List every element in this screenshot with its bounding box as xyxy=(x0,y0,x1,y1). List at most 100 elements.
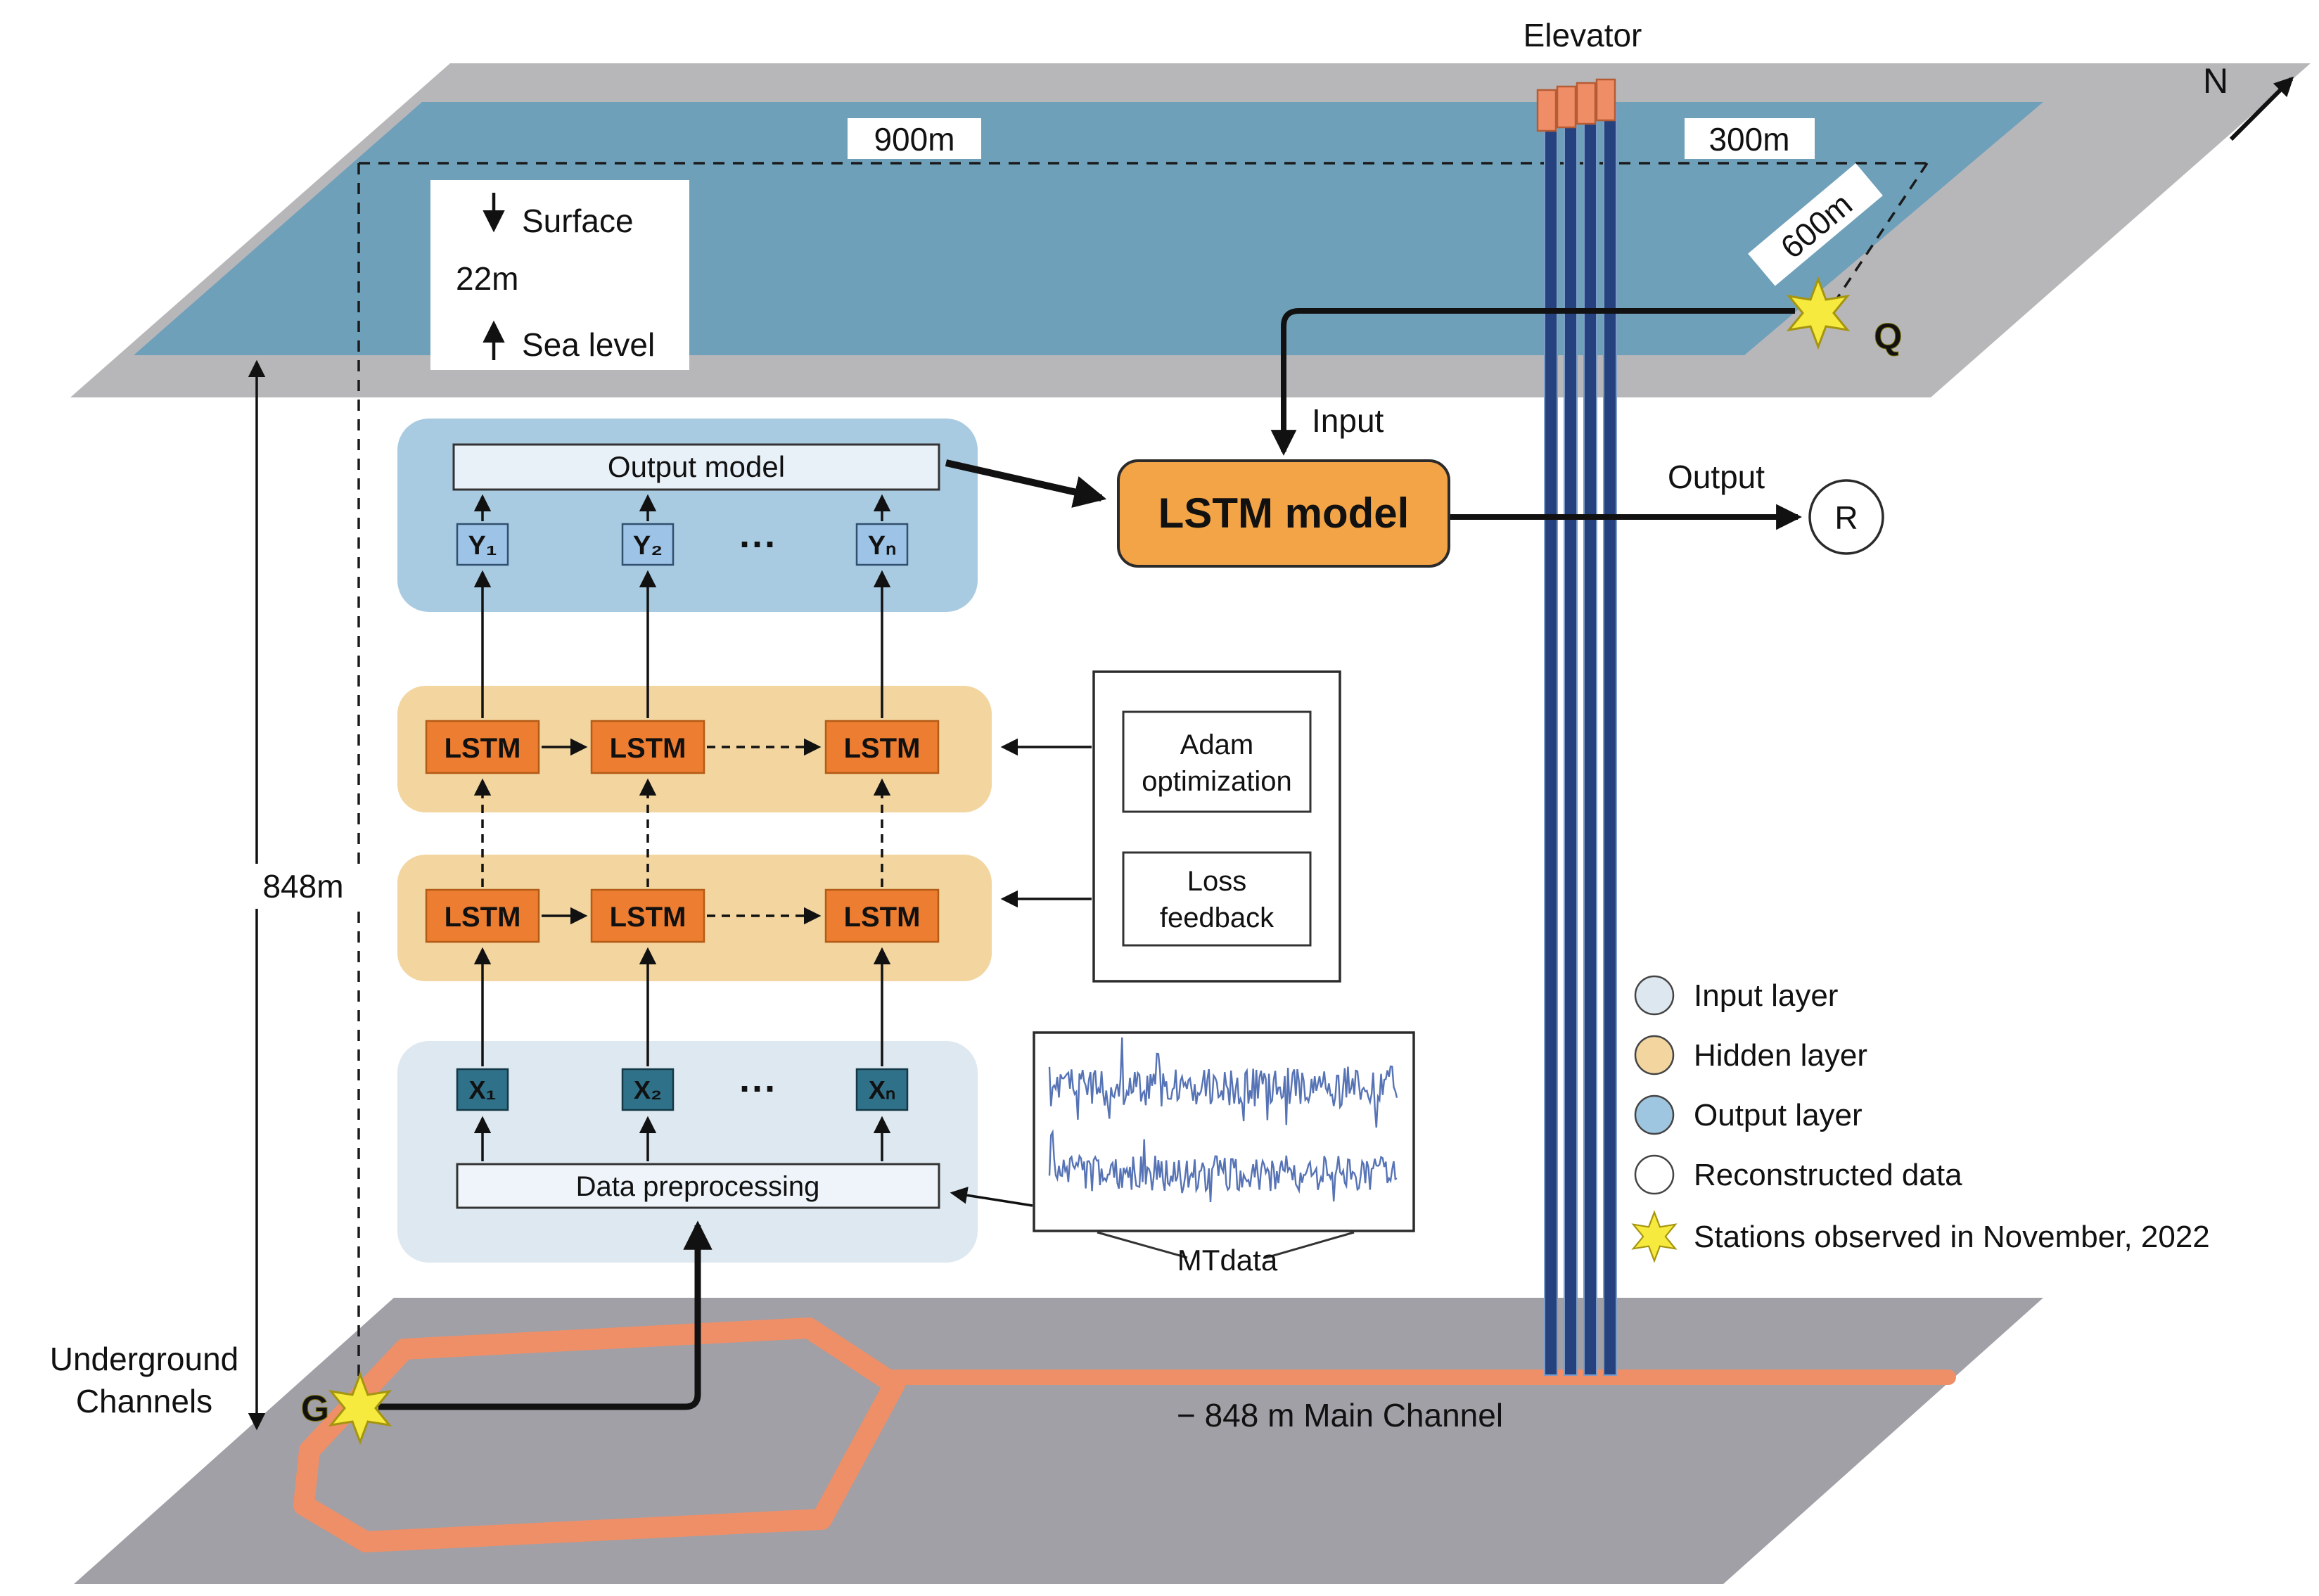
elevator-shaft xyxy=(1564,105,1578,1376)
dim-600m-bg xyxy=(1748,163,1883,286)
data-preprocessing-label: Data preprocessing xyxy=(576,1171,820,1202)
yn-label: Yₙ xyxy=(868,531,897,561)
lstm-model-box xyxy=(1117,459,1450,568)
xn-node xyxy=(855,1068,909,1111)
legend-input-layer-label: Input layer xyxy=(1694,978,1838,1013)
y2-node xyxy=(621,523,675,566)
station-q-group: Q xyxy=(1786,276,1903,358)
adam-label-line2: optimization xyxy=(1142,766,1291,797)
nn-diagram: Output model Y₁ Y₂ Yₙ ··· LSTM LSTM LSTM… xyxy=(378,419,992,1410)
nn-horizontal-arrows xyxy=(542,738,822,925)
main-channel-label: − 848 m Main Channel xyxy=(1177,1397,1503,1434)
mtdata-leg-right xyxy=(1265,1231,1355,1259)
station-g-star-icon xyxy=(328,1371,392,1445)
sea-level-label: Sea level xyxy=(522,326,655,363)
dim-900m: 900m xyxy=(874,121,954,158)
training-feedback-group: Adam optimization Loss feedback xyxy=(1000,670,1341,983)
legend-reconstructed-label: Reconstructed data xyxy=(1694,1158,1962,1192)
elevator-shaft xyxy=(1603,105,1617,1376)
legend-reconstructed-icon xyxy=(1634,1154,1675,1195)
surface-sea-bg xyxy=(430,180,689,370)
x1-node xyxy=(456,1068,509,1111)
data-preprocessing-box xyxy=(456,1163,940,1209)
station-q-to-lstm-input-arrow xyxy=(1270,308,1795,456)
mtdata-box xyxy=(1033,1031,1415,1232)
legend-hidden-layer-label: Hidden layer xyxy=(1694,1038,1867,1073)
depth-22m-label: 22m xyxy=(456,260,518,297)
output-label: Output xyxy=(1668,459,1765,495)
xn-label: Xₙ xyxy=(869,1075,895,1104)
nn-vertical-arrows xyxy=(473,494,891,1161)
lstm-upper-2-label: LSTM xyxy=(610,733,686,764)
measure-600m-line xyxy=(1827,162,1929,312)
lstm-upper-1-label: LSTM xyxy=(445,733,521,764)
legend-hidden-layer-icon xyxy=(1634,1035,1675,1075)
north-label: N xyxy=(2203,61,2228,101)
mt-waveform-1 xyxy=(1048,1037,1398,1128)
elevator-label: Elevator xyxy=(1523,17,1642,53)
lstm-upper-3 xyxy=(824,720,940,774)
output-model-box xyxy=(452,443,940,491)
station-g-to-preprocessing-arrow xyxy=(378,1220,713,1410)
station-g-label: G xyxy=(301,1388,329,1429)
lstm-model-label: LSTM model xyxy=(1158,490,1410,537)
x-dots: ··· xyxy=(739,1068,777,1110)
lstm-lower-1-label: LSTM xyxy=(445,902,521,933)
elevator-shaft xyxy=(1544,105,1558,1376)
lstm-lower-3-label: LSTM xyxy=(844,902,921,933)
lstm-model-group: LSTM model xyxy=(945,459,1450,568)
y1-label: Y₁ xyxy=(468,531,497,561)
lstm-lower-2-label: LSTM xyxy=(610,902,686,933)
elevator-cab xyxy=(1576,82,1597,125)
elevator-cab xyxy=(1556,85,1577,129)
surface-sea-label-block: Surface 22m Sea level xyxy=(430,180,689,370)
x1-label: X₁ xyxy=(469,1075,497,1104)
depth-848m-bg xyxy=(239,864,367,909)
elevator-cab xyxy=(1595,78,1616,122)
mtdata-group: MTdata xyxy=(950,1031,1415,1277)
y1-node xyxy=(456,523,509,566)
lstm-upper-2 xyxy=(590,720,705,774)
elevator-group: Elevator xyxy=(1523,17,1642,1376)
y2-label: Y₂ xyxy=(633,531,663,561)
x2-node xyxy=(621,1068,675,1111)
loss-box xyxy=(1122,851,1312,947)
station-q-label: Q xyxy=(1874,317,1902,357)
depth-848m-label: 848m xyxy=(262,868,343,905)
yn-node xyxy=(855,523,909,566)
lstm-upper-3-label: LSTM xyxy=(844,733,921,764)
elevator-cab xyxy=(1536,89,1557,132)
dim-300m: 300m xyxy=(1708,121,1789,158)
output-model-to-lstm-arrow xyxy=(945,459,1107,508)
y-dots: ··· xyxy=(739,523,777,566)
loss-label-line1: Loss xyxy=(1187,866,1247,897)
north-arrow-icon xyxy=(2229,76,2294,141)
legend-output-layer-icon xyxy=(1634,1094,1675,1135)
mtdata-leg-left xyxy=(1097,1231,1188,1259)
reconstructed-data-label: R xyxy=(1834,499,1858,536)
legend-input-layer-icon xyxy=(1634,975,1675,1016)
station-q-star-icon xyxy=(1786,276,1851,350)
underground-label-line1: Underground xyxy=(50,1341,239,1377)
legend-station-star-icon xyxy=(1631,1210,1678,1263)
mtdata-label: MTdata xyxy=(1177,1244,1278,1277)
lstm-lower-3 xyxy=(824,888,940,943)
elevator-shaft xyxy=(1583,105,1597,1376)
loss-label-line2: feedback xyxy=(1160,902,1275,933)
legend-output-layer-label: Output layer xyxy=(1694,1098,1863,1132)
station-g-group: G xyxy=(300,1371,392,1445)
x2-label: X₂ xyxy=(634,1075,662,1104)
lstm-lower-1 xyxy=(425,888,540,943)
mt-waveform-2 xyxy=(1048,1129,1398,1203)
reconstructed-data-node xyxy=(1808,479,1884,555)
lstm-upper-1 xyxy=(425,720,540,774)
underground-label-line2: Channels xyxy=(76,1383,212,1419)
output-model-label: Output model xyxy=(608,450,785,483)
adam-label-line1: Adam xyxy=(1180,729,1254,760)
legend-station-label: Stations observed in November, 2022 xyxy=(1694,1220,2210,1254)
lstm-lower-2 xyxy=(590,888,705,943)
surface-label: Surface xyxy=(522,203,634,239)
dim-900m-bg xyxy=(848,118,981,159)
